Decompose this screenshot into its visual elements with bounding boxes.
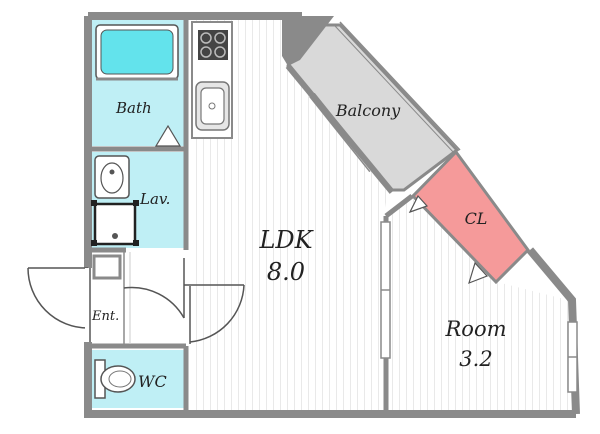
bath-label: Bath [115,99,152,117]
balcony-label: Balcony [335,101,401,120]
shoe-cabinet [92,254,122,280]
ldk-floor [190,20,388,410]
balcony-railing [339,21,461,151]
balcony-railing-inner [334,25,456,155]
room-window-left [380,221,391,359]
room-size: 3.2 [459,347,492,371]
closet-door-track [412,195,497,283]
ldk-size: 8.0 [267,258,305,286]
entrance-label: Ent. [91,309,119,324]
stove-icon [198,30,228,60]
washbasin-icon [94,155,130,199]
ldk-balcony-wall [285,64,395,194]
room-window-right [567,321,578,393]
washing-machine-icon [91,200,139,246]
bathtub-icon [95,24,179,81]
wc-label: WC [138,372,167,391]
ldk-label: LDK [258,226,314,254]
toilet-icon [94,359,136,399]
closet-door-marker-lower [468,261,489,285]
front-door[interactable] [27,267,91,342]
lavatory-label: Lav. [139,190,170,208]
corner-wall [282,16,334,66]
closet-label: CL [465,209,488,228]
closet-door-marker-upper [408,194,429,214]
room-label: Room [444,317,506,341]
sink-icon [195,81,230,131]
bath-door-marker [154,124,182,147]
room-floor [383,196,572,410]
interior-door[interactable] [123,258,245,344]
